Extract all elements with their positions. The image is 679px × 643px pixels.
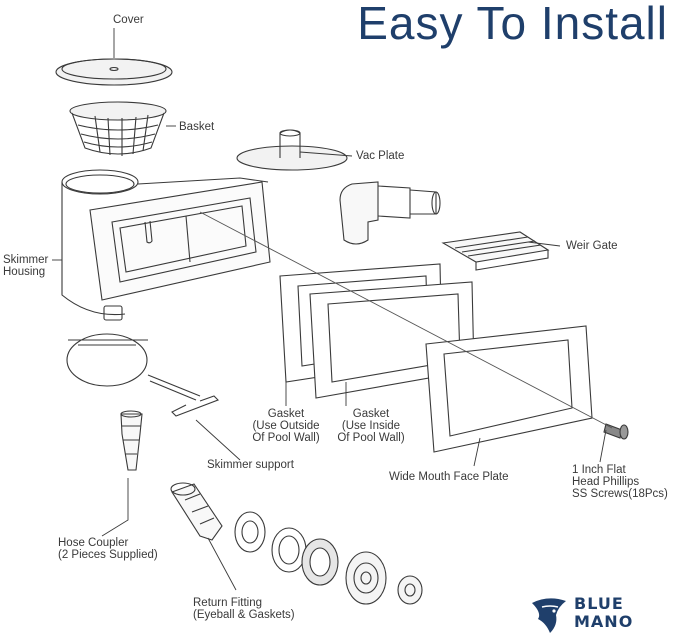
brand-logo: BLUE MANO [528,593,668,639]
weir-gate-drawing [441,231,550,271]
brand-wordmark: BLUE MANO [574,595,633,631]
face-plate-label: Wide Mouth Face Plate [389,471,509,483]
vac-plate-label: Vac Plate [356,150,405,162]
basket-drawing [69,101,167,156]
cover-label: Cover [113,14,144,26]
screws-label: 1 Inch Flat Head Phillips SS Screws(18Pc… [572,464,668,500]
cover-drawing [55,58,173,86]
return-fitting-drawing [234,511,423,605]
gasket-inside-label: Gasket (Use Inside Of Pool Wall) [337,408,405,444]
leader-lines [52,28,613,591]
vac-elbow-drawing [339,181,441,245]
face-plate-drawing [425,325,593,453]
gasket-outside-label: Gasket (Use Outside Of Pool Wall) [252,408,320,444]
weir-gate-label: Weir Gate [566,240,618,252]
return-coupler-drawing [170,482,223,541]
skimmer-housing-label: Skimmer Housing [3,254,49,278]
skimmer-housing-drawing [61,169,271,321]
skimmer-support-label: Skimmer support [207,459,294,471]
return-fitting-label: Return Fitting (Eyeball & Gaskets) [193,597,295,621]
brand-line-1: BLUE [574,594,624,613]
hose-coupler-drawing [120,410,143,471]
page-title: Easy To Install [357,0,668,49]
brand-line-2: MANO [574,612,634,631]
hose-coupler-label: Hose Coupler (2 Pieces Supplied) [58,537,158,561]
skimmer-support-drawing [66,333,219,417]
manta-ray-logo-icon [532,598,566,633]
vac-plate-drawing [236,129,348,171]
basket-label: Basket [179,121,215,133]
screw-drawing [603,423,629,440]
